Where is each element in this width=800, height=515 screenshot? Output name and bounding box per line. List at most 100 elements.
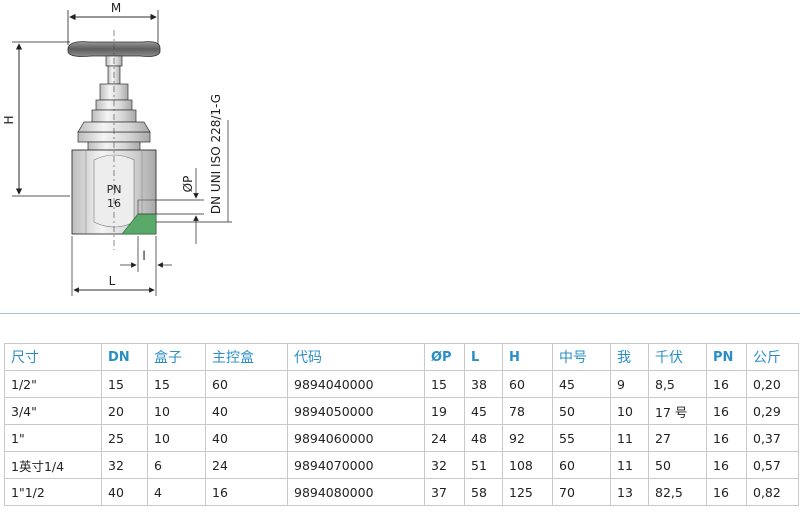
table-cell: 45 bbox=[464, 397, 503, 425]
table-cell: 32 bbox=[424, 451, 465, 479]
table-cell: 55 bbox=[552, 424, 611, 452]
valve-body: PN 16 bbox=[71, 149, 157, 235]
table-cell: 25 bbox=[101, 424, 148, 452]
col-header: 代码 bbox=[287, 343, 425, 371]
col-header: H bbox=[502, 343, 553, 371]
dimension-p-label: ØP bbox=[181, 176, 195, 193]
table-cell: 58 bbox=[464, 478, 503, 506]
table-cell: 38 bbox=[464, 370, 503, 398]
col-header: 主控盒 bbox=[205, 343, 288, 371]
table-cell: 8,5 bbox=[648, 370, 707, 398]
table-cell: 6 bbox=[147, 451, 206, 479]
standard-annotation: DN UNI ISO 228/1-G bbox=[156, 94, 232, 223]
table-cell: 15 bbox=[424, 370, 465, 398]
table-cell: 11 bbox=[610, 424, 649, 452]
table-cell: 9894050000 bbox=[287, 397, 425, 425]
table-cell: 10 bbox=[147, 397, 206, 425]
dimension-l-big-label: L bbox=[109, 274, 116, 288]
dimension-m-label: M bbox=[111, 1, 121, 15]
table-cell: 16 bbox=[706, 424, 747, 452]
dimension-l-small-label: l bbox=[142, 249, 145, 263]
table-cell: 9 bbox=[610, 370, 649, 398]
table-cell: 32 bbox=[101, 451, 148, 479]
col-header: 盒子 bbox=[147, 343, 206, 371]
table-cell: 45 bbox=[552, 370, 611, 398]
table-cell: 48 bbox=[464, 424, 503, 452]
valve-spec-table: 尺寸 DN 盒子 主控盒 代码 ØP L H 中号 我 千伏 PN 公斤 1/2… bbox=[4, 343, 799, 506]
table-cell: 78 bbox=[502, 397, 553, 425]
table-cell: 24 bbox=[424, 424, 465, 452]
table-cell: 60 bbox=[205, 370, 288, 398]
table-cell: 0,82 bbox=[746, 478, 799, 506]
table-cell: 10 bbox=[147, 424, 206, 452]
col-header: 中号 bbox=[552, 343, 611, 371]
table-cell: 9894060000 bbox=[287, 424, 425, 452]
gate-valve-technical-drawing: M H PN 16 bbox=[2, 1, 232, 296]
table-cell: 125 bbox=[502, 478, 553, 506]
table-cell: 1"1/2 bbox=[4, 478, 102, 506]
table-cell: 1/2" bbox=[4, 370, 102, 398]
col-header: L bbox=[464, 343, 503, 371]
table-cell: 0,57 bbox=[746, 451, 799, 479]
col-header: 公斤 bbox=[746, 343, 799, 371]
table-cell: 10 bbox=[610, 397, 649, 425]
table-cell: 37 bbox=[424, 478, 465, 506]
table-cell: 0,37 bbox=[746, 424, 799, 452]
table-cell: 27 bbox=[648, 424, 707, 452]
table-cell: 15 bbox=[147, 370, 206, 398]
col-header: 我 bbox=[610, 343, 649, 371]
table-cell: 70 bbox=[552, 478, 611, 506]
table-cell: 16 bbox=[205, 478, 288, 506]
col-header: 千伏 bbox=[648, 343, 707, 371]
table-cell: 0,20 bbox=[746, 370, 799, 398]
table-cell: 60 bbox=[552, 451, 611, 479]
table-cell: 1" bbox=[4, 424, 102, 452]
table-cell: 4 bbox=[147, 478, 206, 506]
table-cell: 9894040000 bbox=[287, 370, 425, 398]
col-header: PN bbox=[706, 343, 747, 371]
table-cell: 0,29 bbox=[746, 397, 799, 425]
table-header-row: 尺寸 DN 盒子 主控盒 代码 ØP L H 中号 我 千伏 PN 公斤 bbox=[4, 343, 799, 371]
dimension-h-label: H bbox=[2, 115, 16, 124]
dimension-l-small: l bbox=[120, 236, 172, 272]
table-cell: 40 bbox=[205, 424, 288, 452]
table-cell: 13 bbox=[610, 478, 649, 506]
dimension-p: ØP bbox=[156, 168, 204, 244]
dimension-m: M bbox=[67, 1, 159, 45]
table-cell: 24 bbox=[205, 451, 288, 479]
table-cell: 50 bbox=[648, 451, 707, 479]
table-cell: 19 bbox=[424, 397, 465, 425]
table-cell: 15 bbox=[101, 370, 148, 398]
table-cell: 108 bbox=[502, 451, 553, 479]
table-cell: 17 号 bbox=[648, 397, 707, 425]
table-cell: 3/4" bbox=[4, 397, 102, 425]
col-header: ØP bbox=[424, 343, 465, 371]
standard-label: DN UNI ISO 228/1-G bbox=[209, 94, 223, 214]
table-cell: 50 bbox=[552, 397, 611, 425]
table-cell: 9894080000 bbox=[287, 478, 425, 506]
dimension-l-big: L bbox=[71, 236, 157, 296]
dimension-h: H bbox=[2, 41, 70, 197]
table-cell: 40 bbox=[101, 478, 148, 506]
section-divider bbox=[0, 313, 800, 314]
table-cell: 20 bbox=[101, 397, 148, 425]
table-cell: 51 bbox=[464, 451, 503, 479]
table-cell: 92 bbox=[502, 424, 553, 452]
table-cell: 9894070000 bbox=[287, 451, 425, 479]
table-cell: 16 bbox=[706, 397, 747, 425]
table-cell: 16 bbox=[706, 370, 747, 398]
table-cell: 40 bbox=[205, 397, 288, 425]
col-header: 尺寸 bbox=[4, 343, 102, 371]
col-header: DN bbox=[101, 343, 148, 371]
table-cell: 16 bbox=[706, 478, 747, 506]
table-cell: 60 bbox=[502, 370, 553, 398]
table-cell: 16 bbox=[706, 451, 747, 479]
table-cell: 82,5 bbox=[648, 478, 707, 506]
table-cell: 11 bbox=[610, 451, 649, 479]
